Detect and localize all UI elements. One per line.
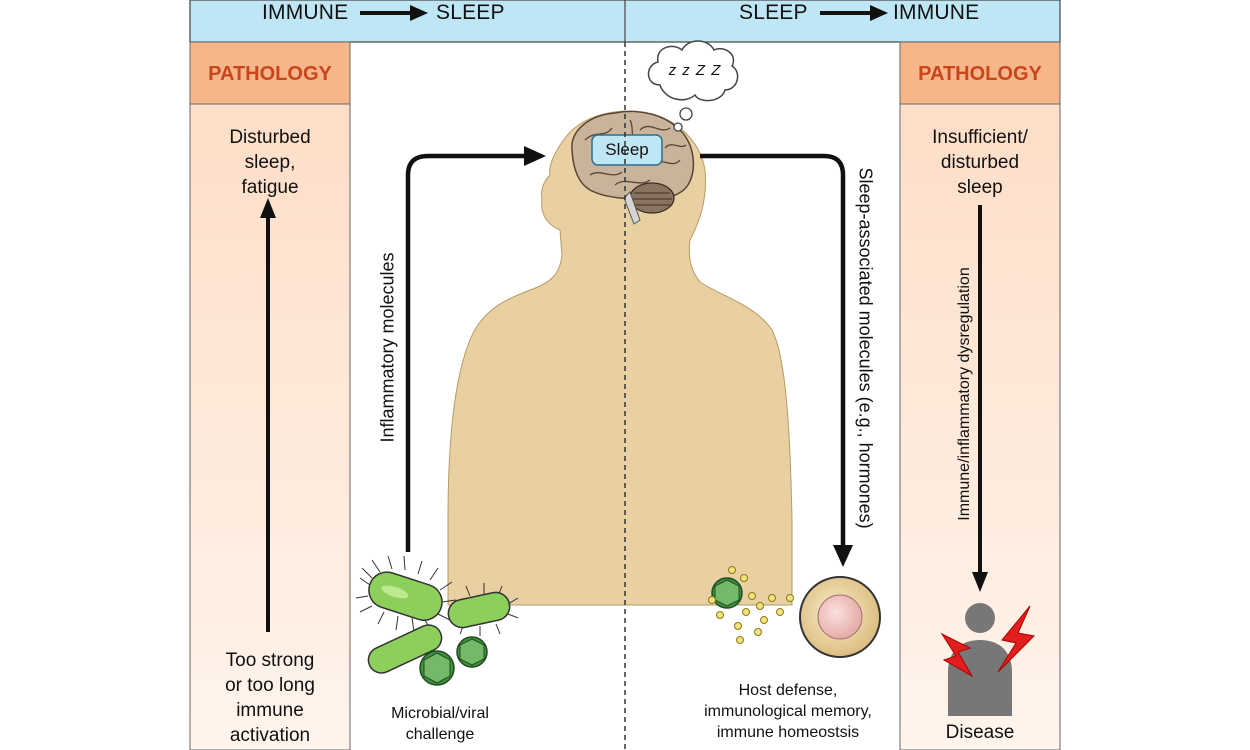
left-bottom-line-4: activation bbox=[229, 725, 311, 746]
left-pathology-title-box bbox=[189, 41, 351, 105]
bacteria-icon bbox=[355, 555, 519, 674]
inflammatory-molecules-arrow bbox=[405, 146, 546, 552]
disease-person-icon bbox=[948, 603, 1012, 716]
left-bottom-line-2: or too long bbox=[225, 675, 315, 696]
header-arrow-right bbox=[820, 5, 888, 21]
dream-thought-cloud bbox=[647, 40, 739, 132]
brain-sleep-label: Sleep bbox=[605, 140, 649, 159]
header-right-from: SLEEP bbox=[739, 1, 808, 24]
right-panel-down-arrow bbox=[972, 205, 988, 592]
disease-label: Disease bbox=[945, 722, 1015, 743]
right-caption-line-1: Host defense, bbox=[738, 682, 838, 699]
left-pathology-title: PATHOLOGY bbox=[208, 63, 332, 85]
left-top-text: Disturbed sleep, fatigue bbox=[190, 125, 350, 200]
human-body-silhouette bbox=[447, 110, 793, 606]
header-arrow-left bbox=[360, 5, 428, 21]
right-panel-arrow-label: Immune/inflammatory dysregulation bbox=[956, 267, 973, 521]
right-top-text: Insufficient/ disturbed sleep bbox=[900, 125, 1060, 200]
header-left-from: IMMUNE bbox=[262, 1, 349, 24]
left-bottom-text: Too strong or too long immune activation bbox=[190, 648, 350, 748]
sleep-associated-molecules-arrow bbox=[700, 153, 853, 567]
right-pathology-title: PATHOLOGY bbox=[918, 63, 1042, 85]
immune-molecule-dots bbox=[708, 566, 794, 644]
left-top-line-3: fatigue bbox=[241, 177, 299, 198]
sleep-associated-molecules-label: Sleep-associated molecules (e.g., hormon… bbox=[855, 167, 876, 529]
left-bottom-line-1: Too strong bbox=[225, 650, 315, 671]
inflammatory-molecules-label: Inflammatory molecules bbox=[377, 252, 398, 443]
dream-zzz-text: z z Z Z bbox=[668, 62, 722, 79]
right-top-line-1: Insufficient/ bbox=[932, 127, 1028, 148]
left-top-line-2: sleep, bbox=[244, 152, 296, 173]
right-top-line-2: disturbed bbox=[940, 152, 1020, 173]
left-top-line-1: Disturbed bbox=[229, 127, 311, 148]
header-left-to: SLEEP bbox=[436, 1, 505, 24]
right-top-line-3: sleep bbox=[957, 177, 1003, 198]
lightning-icon bbox=[940, 605, 1036, 678]
virus-icon-right bbox=[711, 577, 743, 609]
virus-icon-left bbox=[419, 636, 488, 686]
left-caption-line-1: Microbial/viral bbox=[391, 705, 489, 722]
left-bottom-line-3: immune bbox=[236, 700, 304, 721]
right-caption-line-2: immunological memory, bbox=[704, 703, 872, 720]
left-caption-line-2: challenge bbox=[405, 726, 475, 743]
immune-cell-icon bbox=[799, 576, 881, 658]
right-pathology-title-box bbox=[899, 41, 1061, 105]
header-right-to: IMMUNE bbox=[893, 1, 980, 24]
left-panel-up-arrow bbox=[260, 198, 276, 632]
right-caption-line-3: immune homeostsis bbox=[716, 724, 860, 741]
host-defense-caption: Host defense, immunological memory, immu… bbox=[678, 680, 898, 743]
microbial-challenge-caption: Microbial/viral challenge bbox=[355, 703, 525, 745]
sleep-label-box bbox=[591, 134, 663, 166]
